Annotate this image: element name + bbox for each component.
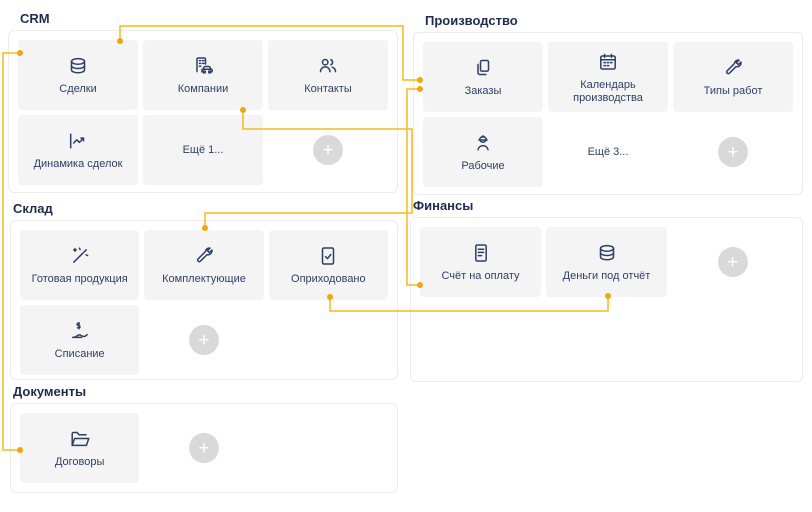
add-cell-production: + xyxy=(673,117,793,187)
tile-production-calendar[interactable]: Календарь производства xyxy=(548,42,668,112)
add-cell-documents: + xyxy=(144,413,263,483)
tile-write-off[interactable]: Списание xyxy=(20,305,140,375)
tile-label: Сделки xyxy=(59,83,97,95)
tile-label: Заказы xyxy=(464,85,502,97)
empty-cell xyxy=(269,413,388,483)
group-title-production: Производство xyxy=(425,13,518,28)
worker-icon xyxy=(471,131,495,155)
tile-orders[interactable]: Заказы xyxy=(423,42,543,112)
tile-label: Оприходовано xyxy=(291,273,366,285)
tile-label: Готовая продукция xyxy=(31,273,128,285)
tile-label: Компании xyxy=(177,83,229,95)
tile-money-report[interactable]: Деньги под отчёт xyxy=(546,227,667,297)
tile-label: Счёт на оплату xyxy=(441,270,520,282)
group-panel-documents: Договоры + xyxy=(10,403,398,493)
tile-deals[interactable]: Сделки xyxy=(18,40,138,110)
group-title-warehouse: Склад xyxy=(13,201,53,216)
add-tile-button-finance[interactable]: + xyxy=(717,247,748,277)
add-tile-button-production[interactable]: + xyxy=(718,137,748,167)
tile-finished-products[interactable]: Готовая продукция xyxy=(20,230,140,300)
wand-icon xyxy=(68,244,92,268)
tile-label: Списание xyxy=(54,348,105,360)
doc-check-icon xyxy=(316,244,340,268)
tile-label: Динамика сделок xyxy=(33,158,123,170)
tile-payment-invoice[interactable]: Счёт на оплату xyxy=(420,227,541,297)
add-tile-button-crm[interactable]: + xyxy=(313,135,343,165)
tile-label: Календарь производства xyxy=(573,78,643,104)
tile-companies[interactable]: Компании xyxy=(143,40,263,110)
group-title-crm: CRM xyxy=(20,11,50,26)
tile-components[interactable]: Комплектующие xyxy=(144,230,264,300)
group-title-finance: Финансы xyxy=(413,198,474,213)
tile-contacts[interactable]: Контакты xyxy=(268,40,388,110)
more-button-crm[interactable]: Ещё 1... xyxy=(143,115,263,185)
more-button-production[interactable]: Ещё 3... xyxy=(548,117,668,187)
tile-work-types[interactable]: Типы работ xyxy=(673,42,793,112)
wrench-icon xyxy=(721,56,745,80)
calendar-icon xyxy=(596,50,620,74)
more-label: Ещё 3... xyxy=(587,145,629,158)
add-tile-button-warehouse[interactable]: + xyxy=(188,325,219,355)
folder-open-icon xyxy=(68,427,92,451)
tile-workers[interactable]: Рабочие xyxy=(423,117,543,187)
add-tile-button-documents[interactable]: + xyxy=(188,433,219,463)
coins-icon xyxy=(595,241,619,265)
doc-lines-icon xyxy=(469,241,493,265)
more-label: Ещё 1... xyxy=(182,143,224,156)
add-cell-finance: + xyxy=(672,227,793,297)
add-cell-crm: + xyxy=(268,115,388,185)
tile-label: Комплектующие xyxy=(162,273,246,285)
hand-coin-icon xyxy=(68,319,92,343)
tile-label: Деньги под отчёт xyxy=(562,270,651,282)
tile-received[interactable]: Оприходовано xyxy=(268,230,388,300)
group-title-documents: Документы xyxy=(13,384,87,399)
tile-contracts[interactable]: Договоры xyxy=(20,413,140,483)
chart-up-icon xyxy=(66,129,90,153)
tile-label: Типы работ xyxy=(703,85,763,97)
tile-label: Договоры xyxy=(54,456,105,468)
tile-label: Рабочие xyxy=(461,160,505,172)
tile-label: Контакты xyxy=(304,83,352,95)
company-icon xyxy=(191,54,215,78)
tile-deal-dynamics[interactable]: Динамика сделок xyxy=(18,115,138,185)
wrench-icon xyxy=(192,244,216,268)
coins-icon xyxy=(66,54,90,78)
group-panel-warehouse: Готовая продукция Комплектующие Оприходова… xyxy=(10,220,398,380)
group-panel-finance: Счёт на оплату Деньги под отчёт + xyxy=(410,217,803,382)
copy-icon xyxy=(471,56,495,80)
add-cell-warehouse: + xyxy=(144,305,263,375)
empty-cell xyxy=(269,305,388,375)
users-icon xyxy=(316,54,340,78)
